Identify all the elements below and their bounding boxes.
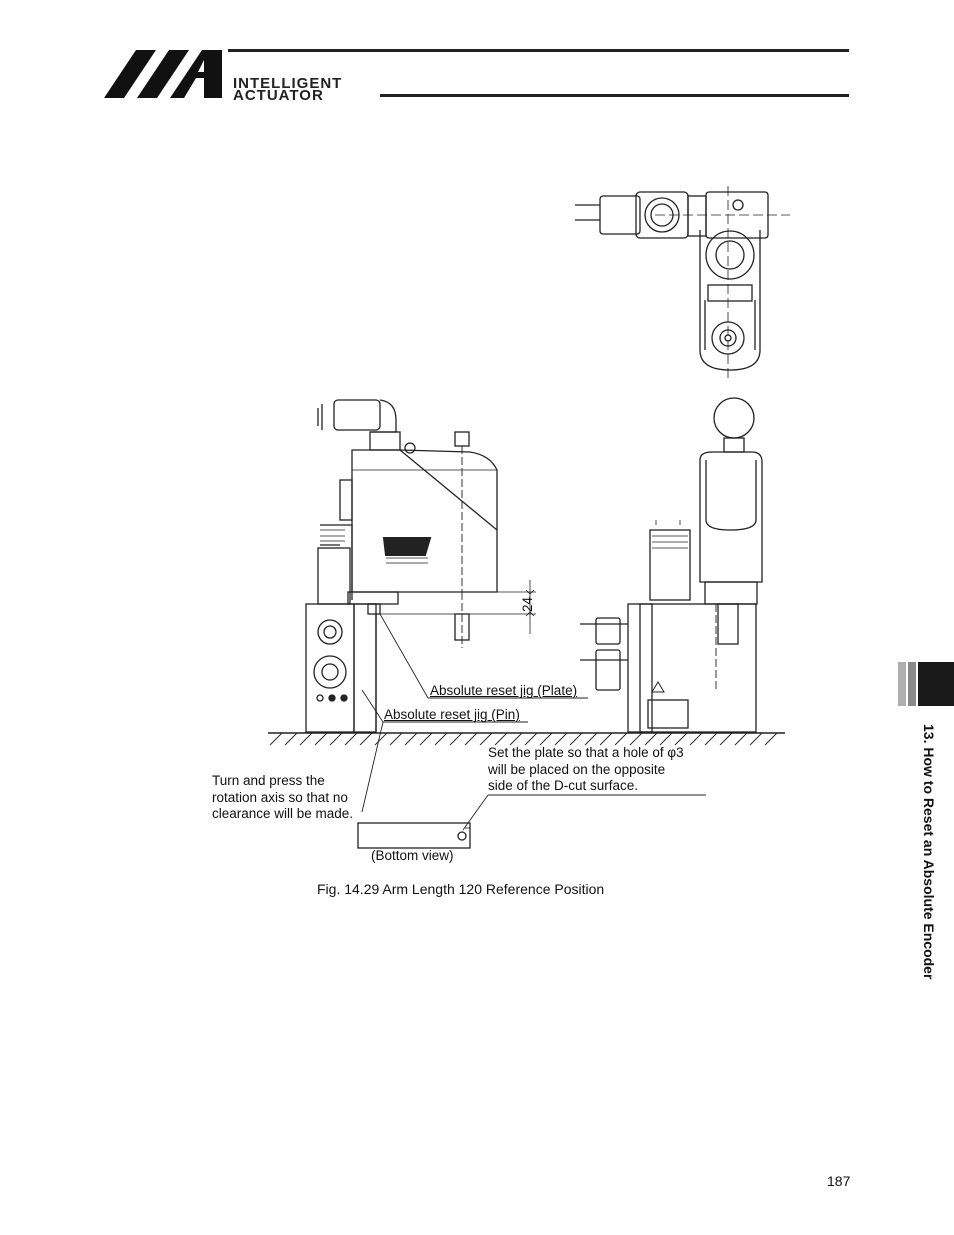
note-left-line3: clearance will be made. [212, 806, 354, 821]
note-left-line2: rotation axis so that no [212, 790, 348, 805]
header-rule-top [228, 49, 849, 52]
note-right-line3: side of the D-cut surface. [488, 778, 639, 793]
technical-drawing [268, 186, 790, 849]
front-view [305, 399, 536, 733]
page-number: 187 [827, 1173, 851, 1189]
logo-text-line1: INTELLIGENT [233, 75, 343, 92]
side-tab-gray-1 [898, 662, 906, 706]
label-plate: Absolute reset jig (Plate) [430, 683, 578, 698]
note-right-line2: will be placed on the opposite [488, 762, 666, 777]
logo-text-line2: ACTUATOR [233, 87, 324, 104]
bottom-view-plate [357, 822, 471, 849]
side-tab [918, 662, 954, 706]
dimension-label: 24 [520, 596, 535, 612]
side-tab-gray-2 [908, 662, 916, 706]
ground-line [268, 732, 785, 746]
note-right-line1: Set the plate so that a hole of φ3 [488, 745, 684, 760]
logo [104, 48, 229, 100]
header-rule-bottom [380, 94, 849, 97]
bottom-view-label: (Bottom view) [371, 848, 454, 863]
label-pin: Absolute reset jig (Pin) [384, 707, 520, 722]
side-view [580, 397, 763, 733]
note-left-line1: Turn and press the [212, 773, 325, 788]
chapter-label: 13. How to Reset an Absolute Encoder [921, 724, 937, 980]
top-view [575, 186, 790, 378]
logo-mark-icon [104, 50, 222, 98]
figure-caption: Fig. 14.29 Arm Length 120 Reference Posi… [317, 881, 605, 897]
